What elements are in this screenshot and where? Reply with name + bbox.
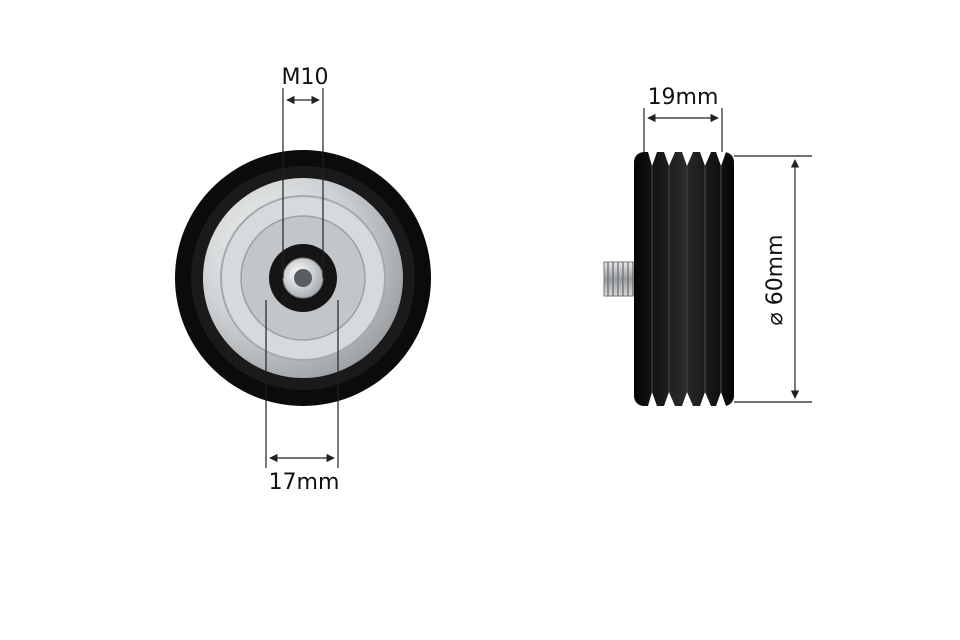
pulley-side-icon <box>603 152 734 406</box>
diameter-label: ⌀ 60mm <box>763 234 788 325</box>
pulley-front-icon <box>175 150 431 406</box>
pulley-width-label: 19mm <box>648 85 719 110</box>
dimension-lines <box>265 88 812 468</box>
thread-size-label: M10 <box>282 65 329 90</box>
hub-width-label: 17mm <box>269 470 340 495</box>
